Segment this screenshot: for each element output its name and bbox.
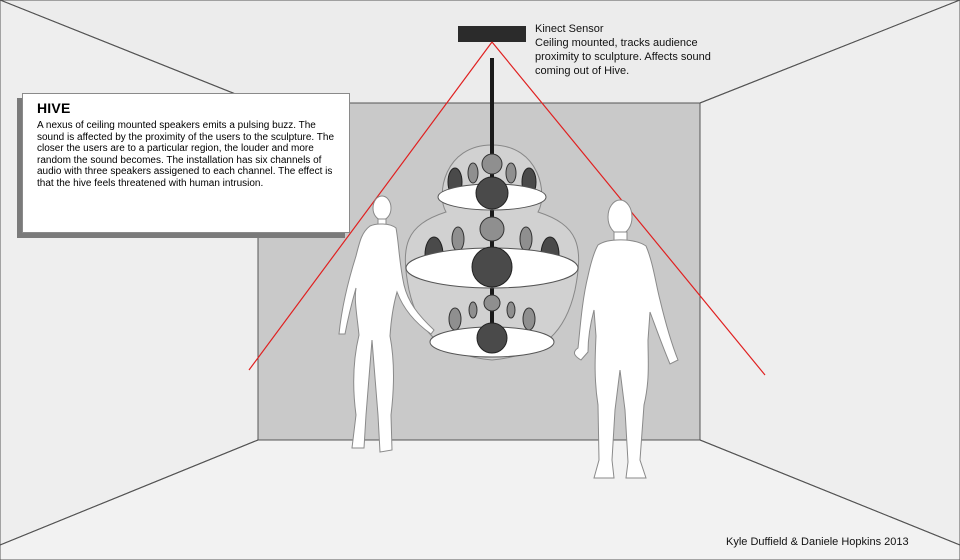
visitor-figure-right	[573, 199, 679, 479]
speaker	[483, 294, 501, 312]
speaker	[506, 301, 516, 319]
speaker	[479, 216, 505, 242]
hive-title: HIVE	[37, 100, 71, 116]
kinect-sensor	[458, 26, 526, 42]
ceiling-right-edge	[699, 0, 960, 104]
sensor-description: Ceiling mounted, tracks audience proximi…	[535, 37, 711, 77]
speaker	[471, 246, 513, 288]
speaker	[481, 153, 503, 175]
credit-text: Kyle Duffield & Daniele Hopkins 2013	[726, 536, 909, 548]
ceiling-left-edge	[0, 0, 259, 104]
speaker	[476, 322, 508, 354]
hive-sculpture	[404, 58, 580, 361]
visitor-figure-left	[338, 195, 435, 453]
speaker	[448, 307, 462, 331]
speaker	[451, 226, 465, 252]
hive-description: A nexus of ceiling mounted speakers emit…	[37, 120, 335, 189]
speaker	[475, 176, 509, 210]
speaker	[505, 162, 517, 184]
speaker	[468, 301, 478, 319]
speaker	[522, 307, 536, 331]
speaker	[519, 226, 533, 252]
speaker	[467, 162, 479, 184]
sensor-label: Kinect Sensor	[535, 23, 604, 35]
hive-info-box: HIVE A nexus of ceiling mounted speakers…	[22, 93, 350, 233]
floor-right-edge	[699, 439, 960, 546]
sensor-range-line-left	[248, 41, 493, 371]
floor-left-edge	[0, 439, 259, 546]
